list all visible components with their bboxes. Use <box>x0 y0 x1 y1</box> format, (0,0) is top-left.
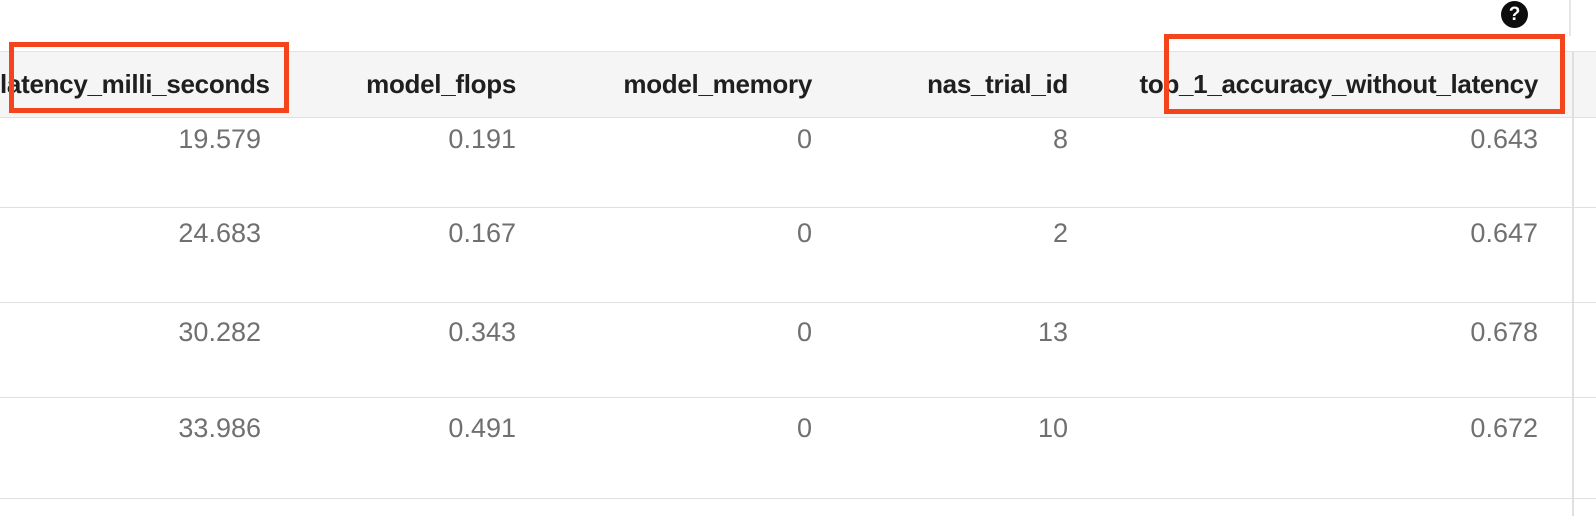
cell-latency: 24.683 <box>178 218 261 248</box>
cell-overflow <box>1558 303 1596 397</box>
table-row: 30.282 0.343 0 13 0.678 <box>0 303 1596 398</box>
cell-model-memory: 0 <box>796 218 812 248</box>
column-header-model-memory[interactable]: model_memory <box>623 69 812 99</box>
cell-model-memory: 0 <box>796 124 812 154</box>
cell-top-1-accuracy: 0.672 <box>1470 413 1538 443</box>
cell-top-1-accuracy: 0.647 <box>1470 218 1538 248</box>
cell-model-flops: 0.343 <box>448 317 516 347</box>
cell-model-memory: 0 <box>796 413 812 443</box>
cell-nas-trial-id: 13 <box>1037 317 1068 347</box>
cell-overflow <box>1558 118 1596 207</box>
panel-top-divider <box>1569 0 1571 36</box>
cell-top-1-accuracy: 0.643 <box>1470 124 1538 154</box>
cell-model-flops: 0.191 <box>448 124 516 154</box>
annotation-box-accuracy-column <box>1164 34 1565 114</box>
cell-latency: 30.282 <box>178 317 261 347</box>
cell-nas-trial-id: 8 <box>1052 124 1068 154</box>
cell-overflow <box>1558 208 1596 302</box>
cell-model-flops: 0.167 <box>448 218 516 248</box>
table-header-row: latency_milli_seconds model_flops model_… <box>0 51 1596 118</box>
cell-top-1-accuracy: 0.678 <box>1470 317 1538 347</box>
cell-model-flops: 0.491 <box>448 413 516 443</box>
cell-overflow <box>1558 398 1596 498</box>
table-row: 19.579 0.191 0 8 0.643 <box>0 118 1596 208</box>
table-row: 24.683 0.167 0 2 0.647 <box>0 208 1596 303</box>
table-row: 33.986 0.491 0 10 0.672 <box>0 398 1596 499</box>
help-icon-glyph: ? <box>1508 3 1521 25</box>
cell-model-memory: 0 <box>796 317 812 347</box>
column-header-latency-milli-seconds[interactable]: latency_milli_seconds <box>0 69 270 99</box>
annotation-box-latency-column <box>9 42 289 113</box>
cell-latency: 33.986 <box>178 413 261 443</box>
help-icon[interactable]: ? <box>1501 1 1528 28</box>
cell-nas-trial-id: 10 <box>1037 413 1068 443</box>
cell-nas-trial-id: 2 <box>1052 218 1068 248</box>
column-header-model-flops[interactable]: model_flops <box>366 69 516 99</box>
cell-latency: 19.579 <box>178 124 261 154</box>
table-right-column-divider <box>1572 52 1574 516</box>
column-header-nas-trial-id[interactable]: nas_trial_id <box>927 69 1068 99</box>
column-header-top-1-accuracy-without-latency[interactable]: top_1_accuracy_without_latency <box>1139 69 1539 99</box>
